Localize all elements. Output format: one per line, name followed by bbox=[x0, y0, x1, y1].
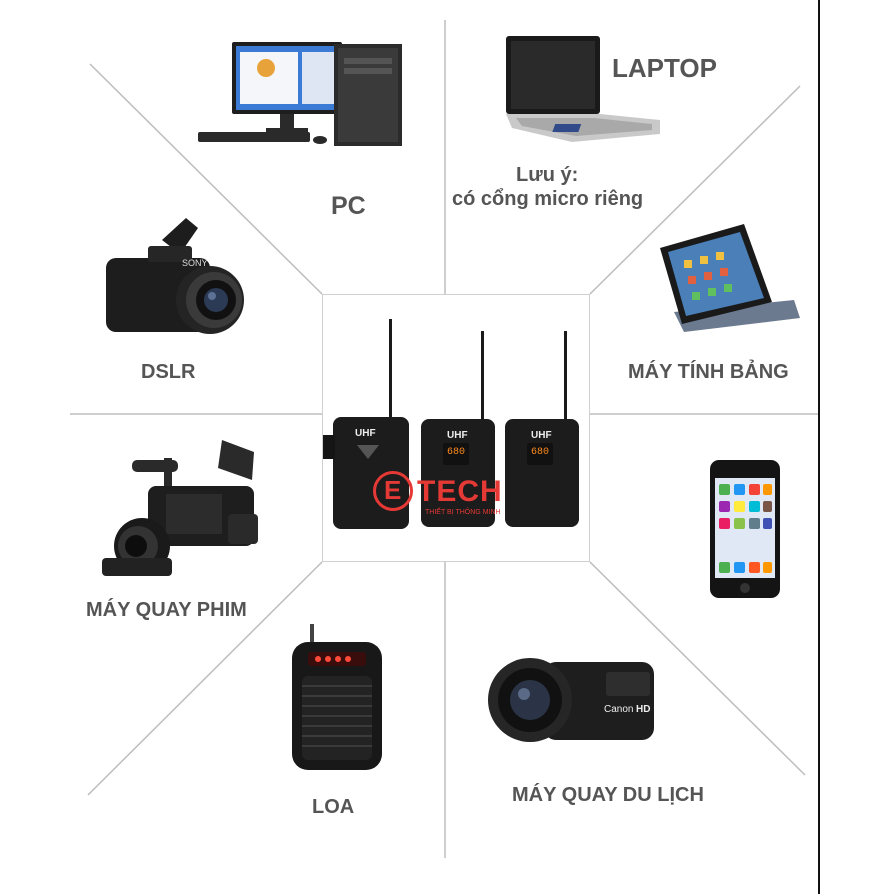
speaker-image bbox=[292, 624, 382, 770]
transmitter2-display: 680 bbox=[531, 447, 550, 458]
brand-logo-circle bbox=[373, 471, 413, 511]
center-product-panel: UHF UHF UHF 680 680 E TECH THIẾT BỊ THÔN… bbox=[322, 294, 590, 562]
laptop-image bbox=[506, 36, 660, 142]
transmitter1-display: 680 bbox=[447, 447, 466, 458]
transmitter2-band-label: UHF bbox=[531, 430, 552, 441]
camera-brand-text: SONY bbox=[182, 258, 208, 268]
camcorder-brand-text: Canon bbox=[604, 704, 633, 715]
laptop-label: LAPTOP bbox=[612, 53, 717, 83]
pro-camcorder-label: MÁY QUAY PHIM bbox=[86, 599, 247, 621]
pc-label: PC bbox=[331, 192, 366, 220]
edge-rule bbox=[818, 0, 820, 894]
travel-camcorder-image: Canon HD bbox=[488, 658, 654, 742]
laptop-note-line2: có cổng micro riêng bbox=[452, 188, 644, 210]
hd-mark-text: HD bbox=[636, 704, 650, 715]
tablet-image bbox=[660, 224, 800, 332]
laptop-note-line1: Lưu ý: bbox=[516, 164, 579, 186]
brand-tagline: THIẾT BỊ THÔNG MINH bbox=[425, 509, 501, 516]
dslr-camera-image: SONY bbox=[106, 218, 244, 334]
speaker-label: LOA bbox=[312, 796, 355, 818]
travel-camcorder-label: MÁY QUAY DU LỊCH bbox=[512, 784, 704, 806]
smartphone-image bbox=[710, 460, 780, 598]
dslr-label: DSLR bbox=[141, 361, 196, 383]
tablet-label: MÁY TÍNH BẢNG bbox=[628, 361, 789, 383]
transmitter1-band-label: UHF bbox=[447, 430, 468, 441]
brand-name: TECH bbox=[417, 475, 503, 508]
receiver-band-label: UHF bbox=[355, 428, 376, 439]
pc-image bbox=[198, 42, 402, 146]
pro-camcorder-image bbox=[102, 440, 258, 576]
brand-logo-letter: E bbox=[384, 475, 402, 505]
